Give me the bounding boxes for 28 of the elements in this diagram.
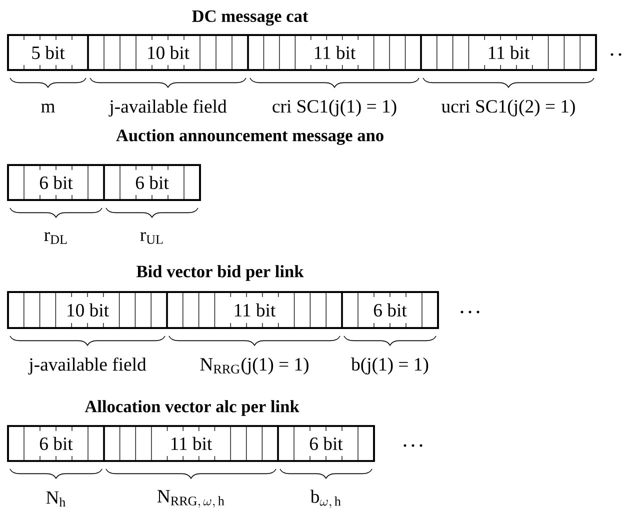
field-label: j-available field [108,99,227,117]
bit-field: 11 bit [166,291,343,329]
bit-field: 5 bit [7,34,89,71]
field-label: cri SC1(j(1) = 1) [272,100,396,116]
field-label: r$_{DL}$ [44,232,67,244]
field-label: N$_{h}$ [46,491,66,507]
bit-field: 6 bit [7,164,105,201]
field-label: r$_{UL}$ [140,232,163,244]
bit-field: 6 bit [7,425,105,462]
bit-field: 6 bit [277,425,375,462]
field-label: m [41,104,55,112]
field-label: N$_{RRG}$(j(1) = 1) [200,358,308,374]
message-heading: DC message cat [192,10,308,26]
message-heading: Bid vector bid per link [136,265,304,281]
message-heading: Allocation vector alc per link [84,400,300,416]
message-heading: Auction announcement message ano [116,129,384,145]
field-label: $\mathrm{b}_{\omega,\,\mathrm{h}}$ [310,490,341,508]
field-label: ucri SC1(j(2) = 1) [442,100,575,116]
field-label: b(j(1) = 1) [351,358,428,374]
field-label: j-available field [28,357,146,375]
bit-field: 11 bit [247,34,422,71]
bit-field: 6 bit [341,291,439,329]
field-label: $\mathrm{N}_{\mathrm{RRG},\,\omega,\,\mathrm{h}}$ [157,490,224,508]
bit-field: 10 bit [87,34,249,71]
bit-field: 11 bit [420,34,597,71]
bit-field: 6 bit [103,164,201,201]
bit-field: 11 bit [103,425,279,462]
bit-field: 10 bit [7,291,168,329]
